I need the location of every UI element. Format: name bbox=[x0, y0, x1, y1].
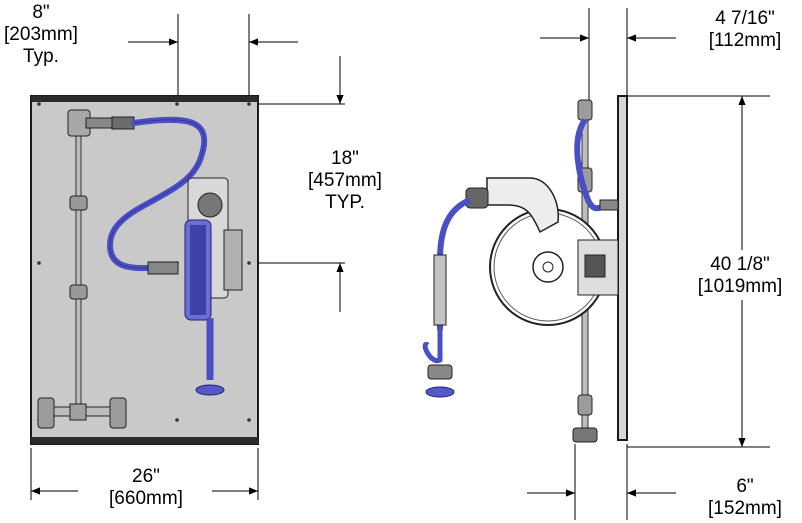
vertical-spacing-dimension: 18" [457mm] TYP. bbox=[295, 148, 395, 214]
depth-top-imperial: 4 7/16" bbox=[715, 8, 775, 29]
depth-bottom-metric: [152mm] bbox=[708, 498, 782, 519]
height-imperial: 40 1/8" bbox=[710, 254, 770, 275]
spacing-imperial: 8" bbox=[32, 2, 50, 23]
height-dimension: 40 1/8" [1019mm] bbox=[680, 254, 800, 298]
vertical-pipe bbox=[75, 109, 82, 411]
depth-bottom-imperial: 6" bbox=[736, 476, 754, 497]
width-dimension: 26" [660mm] bbox=[80, 466, 212, 510]
width-metric: [660mm] bbox=[109, 488, 183, 509]
vertical-spacing-note: TYP. bbox=[325, 192, 365, 213]
spacing-note: Typ. bbox=[23, 46, 59, 67]
dimension-lines bbox=[30, 8, 770, 520]
spacing-metric: [203mm] bbox=[4, 24, 78, 45]
front-view bbox=[30, 95, 259, 445]
vertical-spacing-metric: [457mm] bbox=[308, 170, 382, 191]
height-metric: [1019mm] bbox=[697, 276, 783, 297]
vertical-spacing-imperial: 18" bbox=[331, 148, 359, 169]
depth-top-metric: [112mm] bbox=[708, 30, 782, 51]
spacing-dimension: 8" [203mm] Typ. bbox=[0, 2, 82, 68]
depth-top-dimension: 4 7/16" [112mm] bbox=[690, 8, 800, 52]
side-view bbox=[422, 95, 628, 443]
depth-bottom-dimension: 6" [152mm] bbox=[690, 476, 800, 520]
side-panel bbox=[617, 95, 628, 441]
width-imperial: 26" bbox=[132, 466, 160, 487]
